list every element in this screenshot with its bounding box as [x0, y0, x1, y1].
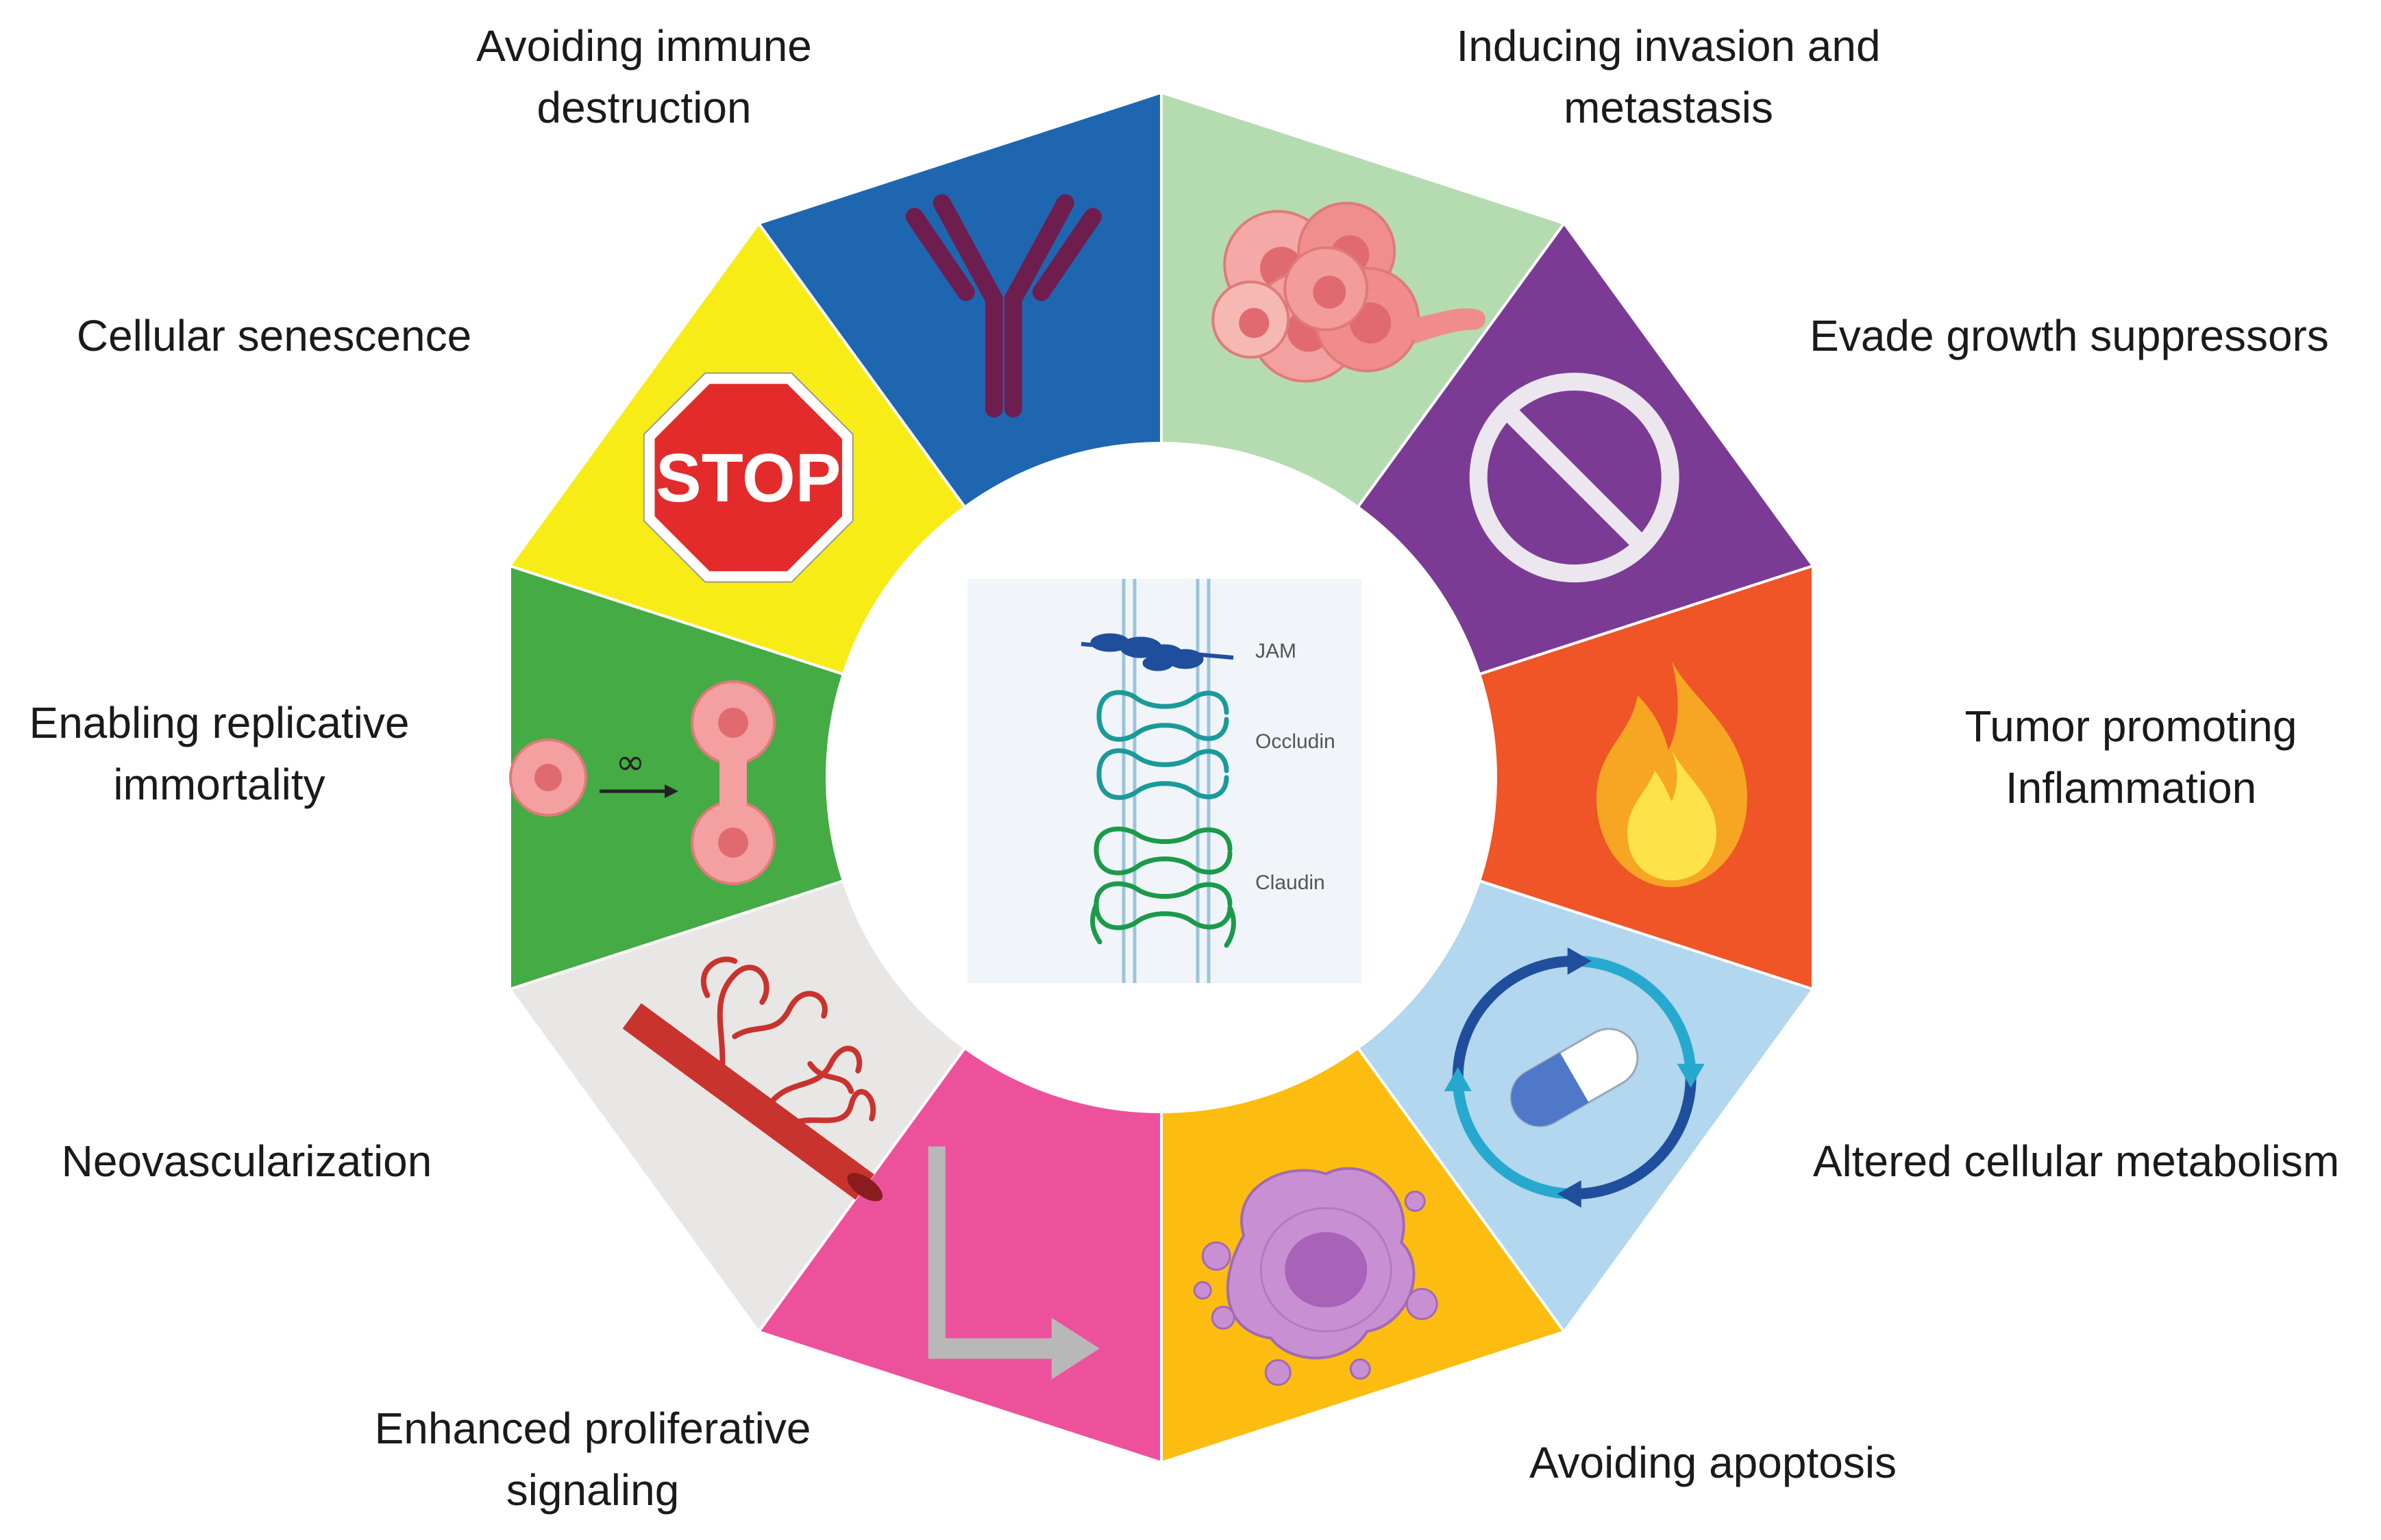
jam-protein [1081, 633, 1234, 671]
pill-cycle-icon [1444, 947, 1705, 1208]
label-evade: Evade growth suppressors [1810, 311, 2329, 360]
claudin-label: Claudin [1255, 871, 1325, 894]
occludin-label: Occludin [1255, 730, 1335, 753]
label-metabolism: Altered cellular metabolism [1812, 1137, 2340, 1186]
antibody-icon [905, 194, 1102, 418]
blood-vessel-icon [622, 956, 883, 1202]
claudin-protein [1090, 826, 1236, 948]
label-neovasc: Neovascularization [61, 1137, 432, 1186]
occludin-protein [1096, 690, 1229, 800]
stop-text: STOP [656, 440, 841, 517]
tight-junction-diagram [967, 579, 1361, 983]
cell-cluster-icon [1211, 201, 1485, 383]
stop-sign-icon: STOP [643, 372, 854, 583]
flame-icon [1596, 661, 1747, 887]
label-senescence: Cellular senescence [76, 311, 472, 360]
label-apoptosis: Avoiding apoptosis [1529, 1438, 1897, 1487]
apoptotic-cell-icon [1193, 1167, 1438, 1387]
dividing-cell-icon: ∞ [509, 680, 776, 885]
bent-arrow-icon [928, 1146, 1100, 1380]
infinity-symbol: ∞ [615, 742, 645, 783]
junction-panel [967, 579, 1361, 983]
jam-label: JAM [1255, 640, 1296, 662]
prohibition-icon [1469, 373, 1679, 583]
